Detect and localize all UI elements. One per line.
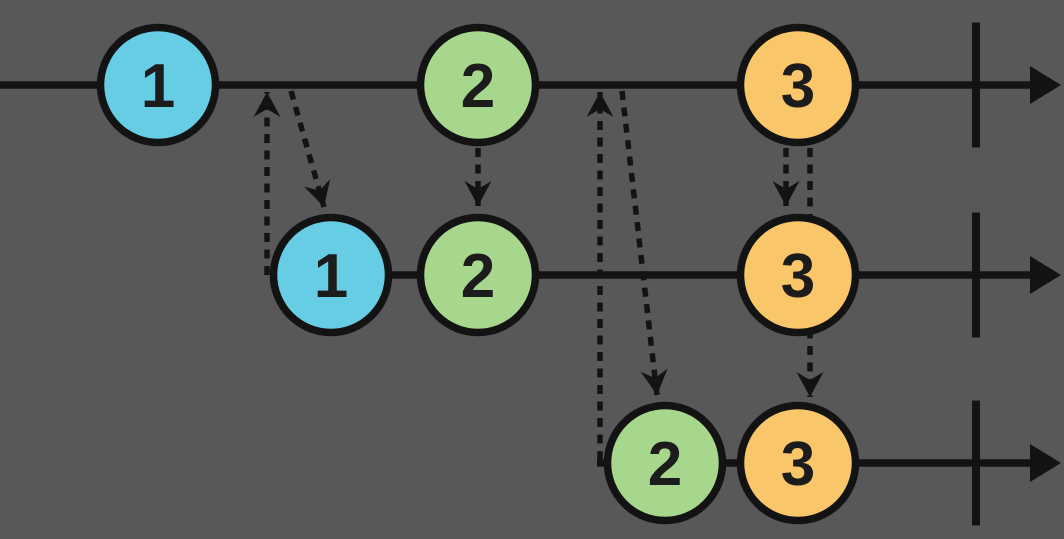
marble-circle [416,213,540,337]
emit-2-to-second-subscriber-arrow [619,90,668,396]
marble-label: 2 [648,430,682,499]
marbles-layer: 1 2 3 1 2 3 2 3 [96,23,860,525]
marble-3: 3 [736,23,860,147]
timeline-arrowhead-icon [1030,256,1061,294]
timeline-arrowhead-icon [1030,66,1061,104]
marble-label: 1 [314,242,348,311]
marble-3: 3 [736,213,860,337]
marble-2: 2 [416,23,540,147]
emit-1-to-first-subscriber-arrow [288,90,331,208]
timeline-arrowhead-icon [1030,444,1061,482]
marble-1: 1 [96,23,220,147]
marble-1: 1 [269,213,393,337]
marble-circle [603,401,727,525]
marble-circle [736,23,860,147]
marble-circle [416,23,540,147]
marble-circle [269,213,393,337]
first-subscriber-timeline [273,212,1061,338]
marble-circle [736,401,860,525]
marble-label: 3 [781,430,815,499]
marble-circle [736,213,860,337]
marble-3: 3 [736,401,860,525]
marble-2: 2 [416,213,540,337]
marble-label: 1 [141,52,175,121]
marble-label: 2 [461,242,495,311]
marble-label: 3 [781,242,815,311]
marble-label: 3 [781,52,815,121]
marble-label: 2 [461,52,495,121]
marble-circle [96,23,220,147]
marble-2: 2 [603,401,727,525]
